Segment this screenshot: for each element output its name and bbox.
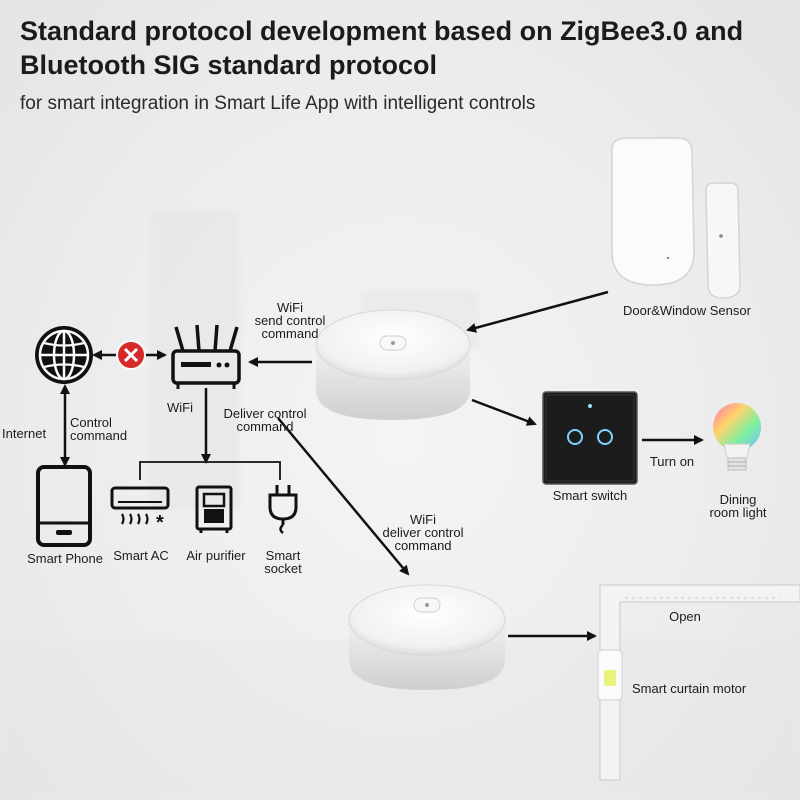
air-purifier-label: Air purifier [186,548,246,563]
arrow-sensor-hub [466,290,609,333]
open-label: Open [669,609,701,624]
smart-curtain-motor-label: Smart curtain motor [632,681,747,696]
smart-ac-label: Smart AC [113,548,169,563]
blocked-x-icon [116,340,146,370]
wifi-send-label: WiFi send control command [254,300,326,341]
smart-switch-label: Smart switch [552,488,628,503]
router-icon [171,324,241,389]
wifi-label: WiFi [167,400,193,415]
wifi-deliver-label: WiFi deliver control command [382,512,464,553]
smart-phone-label: Smart Phone [27,551,103,566]
hub-device [315,309,471,420]
arrow-router-hub2 [277,417,410,576]
internet-label: Internet [2,426,47,441]
turn-on-label: Turn on [649,454,695,469]
smart-switch [542,391,638,485]
smartphone-icon [36,465,92,547]
globe-icon [35,326,93,384]
arrow-router-devices [139,388,281,480]
smart-socket-label: Smart socket [264,548,302,576]
smart-bulb [713,403,761,471]
plug-icon [268,485,298,534]
arrow-hub-switch [471,398,537,426]
air-purifier-icon [195,485,233,533]
svg-text:*: * [156,512,164,534]
hub-device [348,584,506,690]
curtain-motor [597,584,800,781]
dining-light-label: Dining room light [709,492,767,520]
control-command-label: Control command [70,415,128,443]
page-subtitle: for smart integration in Smart Life App … [20,93,536,114]
air-conditioner-icon: * [110,486,170,534]
door-window-sensor [611,137,741,299]
deliver-control-label: Deliver control command [223,406,307,434]
background-blur [150,210,240,510]
door-window-sensor-label: Door&Window Sensor [623,303,751,318]
page-title: Standard protocol development based on Z… [20,16,744,80]
